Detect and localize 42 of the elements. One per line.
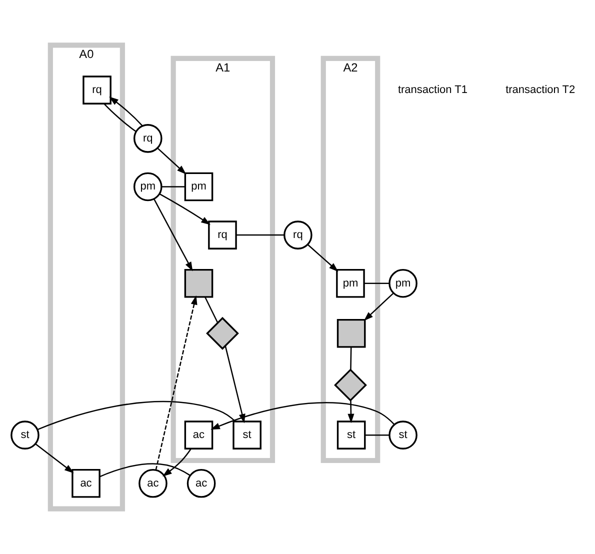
arrow bbox=[159, 193, 210, 225]
node-box: ac bbox=[184, 420, 214, 450]
connector bbox=[236, 234, 284, 236]
node-circle: st bbox=[388, 420, 418, 450]
node-circle: rq bbox=[133, 124, 162, 153]
arrow bbox=[307, 244, 338, 272]
connector bbox=[365, 434, 390, 436]
node-circle: ac bbox=[138, 468, 168, 498]
connector bbox=[162, 186, 186, 188]
node-diamond bbox=[206, 316, 239, 350]
arrow bbox=[364, 292, 394, 321]
label: transaction T2 bbox=[506, 84, 576, 96]
node-circle: ac bbox=[186, 468, 216, 498]
node-circle: pm bbox=[133, 172, 162, 202]
arrow bbox=[35, 444, 74, 474]
node-circle: rq bbox=[284, 220, 312, 250]
node-circle: pm bbox=[388, 268, 418, 298]
node-circle: st bbox=[10, 420, 40, 450]
arrow bbox=[155, 295, 198, 470]
arrow bbox=[210, 402, 395, 430]
node-box: st bbox=[336, 420, 366, 450]
node-box: rq bbox=[208, 220, 237, 250]
node-diamond bbox=[334, 368, 367, 402]
connector bbox=[37, 401, 236, 430]
node-box: pm bbox=[184, 172, 214, 202]
connector bbox=[364, 282, 390, 284]
node-box: rq bbox=[82, 76, 112, 104]
node-box: pm bbox=[336, 268, 365, 298]
connector bbox=[204, 296, 218, 324]
label: transaction T1 bbox=[398, 84, 468, 96]
node-box: ac bbox=[72, 468, 100, 498]
arrow bbox=[154, 198, 193, 272]
arrow bbox=[348, 400, 354, 424]
connector bbox=[350, 347, 352, 370]
arrow bbox=[109, 96, 143, 126]
node-box bbox=[184, 268, 214, 298]
node-box: st bbox=[232, 420, 262, 450]
connector bbox=[104, 103, 136, 132]
arrow bbox=[162, 448, 192, 476]
node-box bbox=[336, 318, 366, 348]
connector bbox=[100, 463, 190, 478]
arrow bbox=[157, 148, 186, 174]
